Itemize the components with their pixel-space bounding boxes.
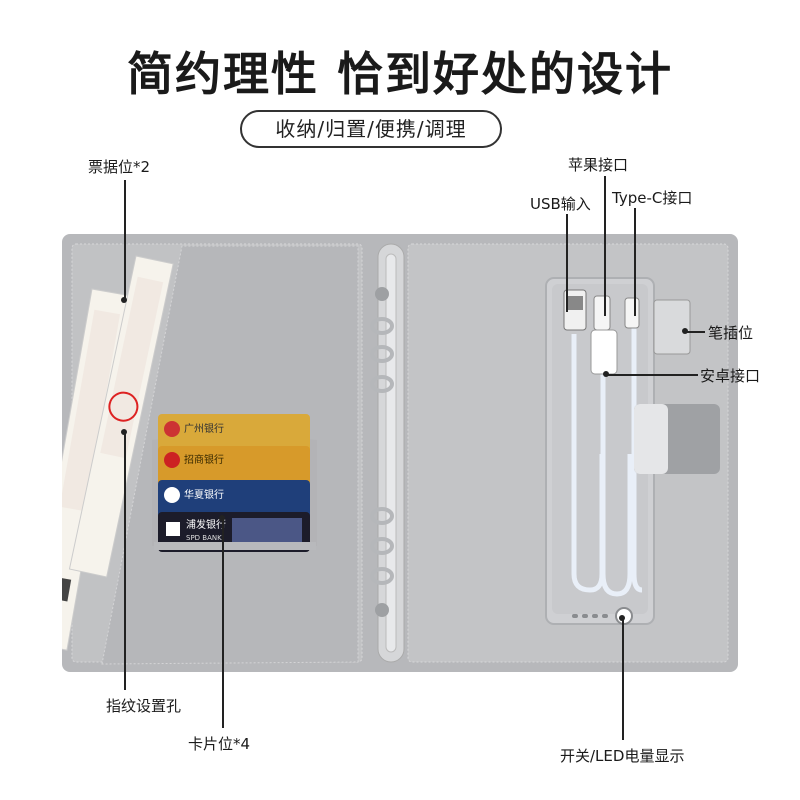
callout-card-slot: 卡片位*4 — [188, 735, 251, 753]
lightning-plug — [593, 295, 611, 331]
callout-switch-led: 开关/LED电量显示 — [560, 747, 685, 765]
card-pocket-front — [154, 542, 316, 550]
bank-card-3: 华夏银行 — [158, 480, 310, 520]
callout-line-apple — [604, 176, 606, 316]
binder-rings — [375, 243, 405, 663]
tagline-pill: 收纳/归置/便携/调理 — [240, 110, 502, 148]
callout-typec-port: Type-C接口 — [612, 189, 693, 207]
receipt-2 — [68, 255, 174, 578]
callout-line-card — [222, 518, 224, 728]
callout-line-switch — [622, 618, 624, 740]
svg-text:SPD BANK: SPD BANK — [186, 534, 222, 542]
callout-line-typec — [634, 208, 636, 316]
lightning-cable — [600, 314, 633, 597]
android-plug — [590, 329, 618, 375]
callout-line-receipt — [124, 180, 126, 300]
callout-line-pen — [685, 331, 705, 333]
bank-card-2: 招商银行 — [158, 446, 310, 486]
callout-dot-switch — [619, 615, 625, 621]
callout-dot-receipt — [121, 297, 127, 303]
callout-usb-input: USB输入 — [530, 195, 591, 213]
callout-pen-slot: 笔插位 — [708, 324, 754, 342]
callout-fingerprint-hole: 指纹设置孔 — [106, 697, 182, 715]
typec-cable — [631, 316, 643, 593]
organizer-illustration: 广州银行 招商银行 华夏银行 浦发银行 SPD BANK — [62, 234, 738, 672]
card-2-label: 招商银行 — [184, 453, 224, 466]
card-4-label: 浦发银行 — [186, 518, 226, 531]
callout-line-android — [606, 374, 698, 376]
callout-dot-card — [219, 515, 225, 521]
callout-receipt-slot: 票据位*2 — [88, 158, 151, 176]
callout-line-fingerprint — [124, 432, 126, 690]
callout-apple-port: 苹果接口 — [568, 156, 629, 174]
callout-dot-android — [603, 371, 609, 377]
pen-slot — [653, 299, 691, 355]
callout-dot-pen — [682, 328, 688, 334]
page-headline: 简约理性 恰到好处的设计 — [126, 47, 673, 101]
bank-card-1: 广州银行 — [158, 414, 310, 454]
card-3-label: 华夏银行 — [184, 488, 224, 501]
callout-line-usb — [566, 214, 568, 312]
card-1-label: 广州银行 — [184, 422, 224, 435]
typec-plug — [624, 297, 640, 329]
callout-android-port: 安卓接口 — [700, 367, 761, 385]
